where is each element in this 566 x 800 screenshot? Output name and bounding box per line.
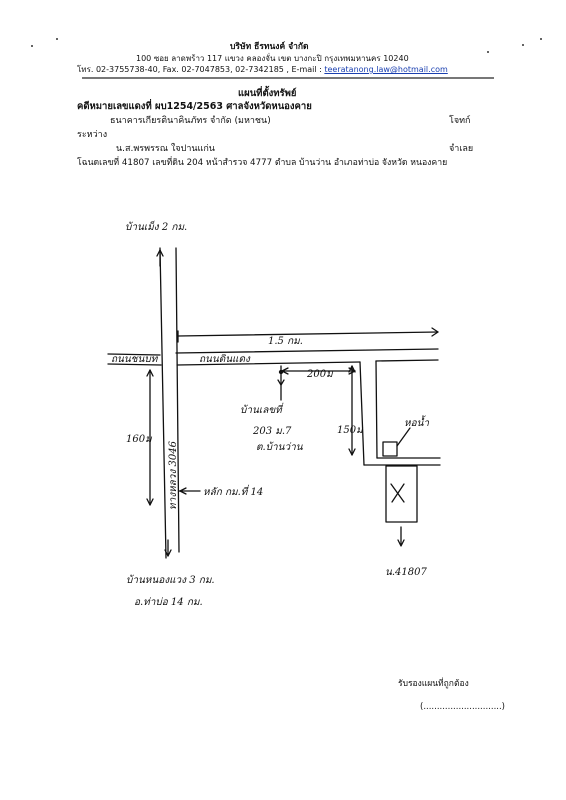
branch-right-edge xyxy=(375,360,378,459)
case-number: คดีหมายเลขแดงที่ ผบ1254/2563 ศาลจังหวัดห… xyxy=(77,101,312,112)
house-dot xyxy=(278,369,284,375)
km-marker-label: หลัก กม.ที่ 14 xyxy=(203,484,263,498)
highway-right-edge xyxy=(175,247,180,553)
signature-line: (.............................) xyxy=(420,702,505,712)
header-divider xyxy=(82,77,494,79)
company-address: 100 ซอย ลาดพร้าว 117 แขวง คลองจั่น เขต บ… xyxy=(136,54,409,63)
scan-dot xyxy=(522,44,524,46)
north-destination-label: บ้านเม็ง 2 กม. xyxy=(125,220,187,233)
south-arrow-head xyxy=(164,549,172,557)
plaintiff-name: ธนาคารเกียรตินาคินภัทร จำกัด (มหาชน) xyxy=(110,116,271,126)
between-label: ระหว่าง xyxy=(77,130,108,140)
dist-200m-label: 200ม xyxy=(306,369,334,380)
water-tower-label: หอน้ำ xyxy=(404,415,429,429)
main-road-top xyxy=(175,348,439,354)
parcel-plot xyxy=(385,465,418,523)
email-link[interactable]: teeratanong.law@hotmail.com xyxy=(324,65,448,74)
dist-150m-label: 150ม xyxy=(337,425,364,436)
company-contact: โทร. 02-3755738-40, Fax. 02-7047853, 02-… xyxy=(77,63,448,76)
highway-left-edge xyxy=(159,247,167,559)
dim-150m-bottom-head xyxy=(348,448,356,456)
house-arrow-head xyxy=(277,379,285,386)
water-tower-pointer xyxy=(396,427,411,447)
highway-label: ทางหลวง 3046 xyxy=(168,440,179,510)
scan-dot xyxy=(487,51,489,53)
left-road-top xyxy=(107,353,161,356)
parcel-x-2 xyxy=(391,483,405,503)
certify-label: รับรองแผนที่ถูกต้อง xyxy=(398,679,469,689)
south-destination-label-1: บ้านหนองแวง 3 กม. xyxy=(126,574,215,586)
south-destination-label-2: อ.ท่าบ่อ 14 กม. xyxy=(134,597,203,608)
parcel-arrow-head xyxy=(397,539,405,547)
main-road-bottom xyxy=(176,361,361,366)
scan-dot xyxy=(540,38,542,40)
branch-left-edge xyxy=(359,361,365,466)
scan-dot xyxy=(31,45,33,47)
company-name: บริษัท ธีรทนงค์ จำกัด xyxy=(230,42,309,52)
km-marker-arrow-head xyxy=(179,487,187,495)
parcel-number-label: น.41807 xyxy=(385,567,427,578)
left-road-bottom xyxy=(107,363,162,366)
left-road-label: ถนนชนบท xyxy=(111,354,159,365)
village-name-label: ต.บ้านว่าน xyxy=(256,441,304,453)
dim-160m-top-head xyxy=(146,369,154,377)
dist-160m-label: 160ม xyxy=(126,434,153,445)
scan-dot xyxy=(56,38,58,40)
dist-15km-label: 1.5 กม. xyxy=(268,336,303,347)
branch-road-top xyxy=(375,359,439,362)
dim-15km-right-head xyxy=(431,327,439,337)
dim-160m-bottom-head xyxy=(146,498,154,506)
dim-15km-line xyxy=(177,331,439,337)
doc-title: แผนที่ตั้งทรัพย์ xyxy=(238,88,297,99)
contact-text: โทร. 02-3755738-40, Fax. 02-7047853, 02-… xyxy=(77,65,322,74)
village-no-label: 203 ม.7 xyxy=(252,426,292,437)
defendant-role: จำเลย xyxy=(449,144,474,154)
deed-details: โฉนดเลขที่ 41807 เลขที่ดิน 204 หน้าสำรวจ… xyxy=(77,158,448,168)
north-arrow-head xyxy=(156,249,164,257)
main-road-label: ถนนดินแดง xyxy=(199,353,251,365)
dim-150m-top-head xyxy=(348,365,356,373)
plaintiff-role: โจทก์ xyxy=(449,116,471,126)
water-tower-box xyxy=(382,441,398,457)
village-head-label: บ้านเลขที่ xyxy=(240,402,284,416)
defendant-name: น.ส.พรพรรณ ใจปานแก่น xyxy=(116,144,215,154)
